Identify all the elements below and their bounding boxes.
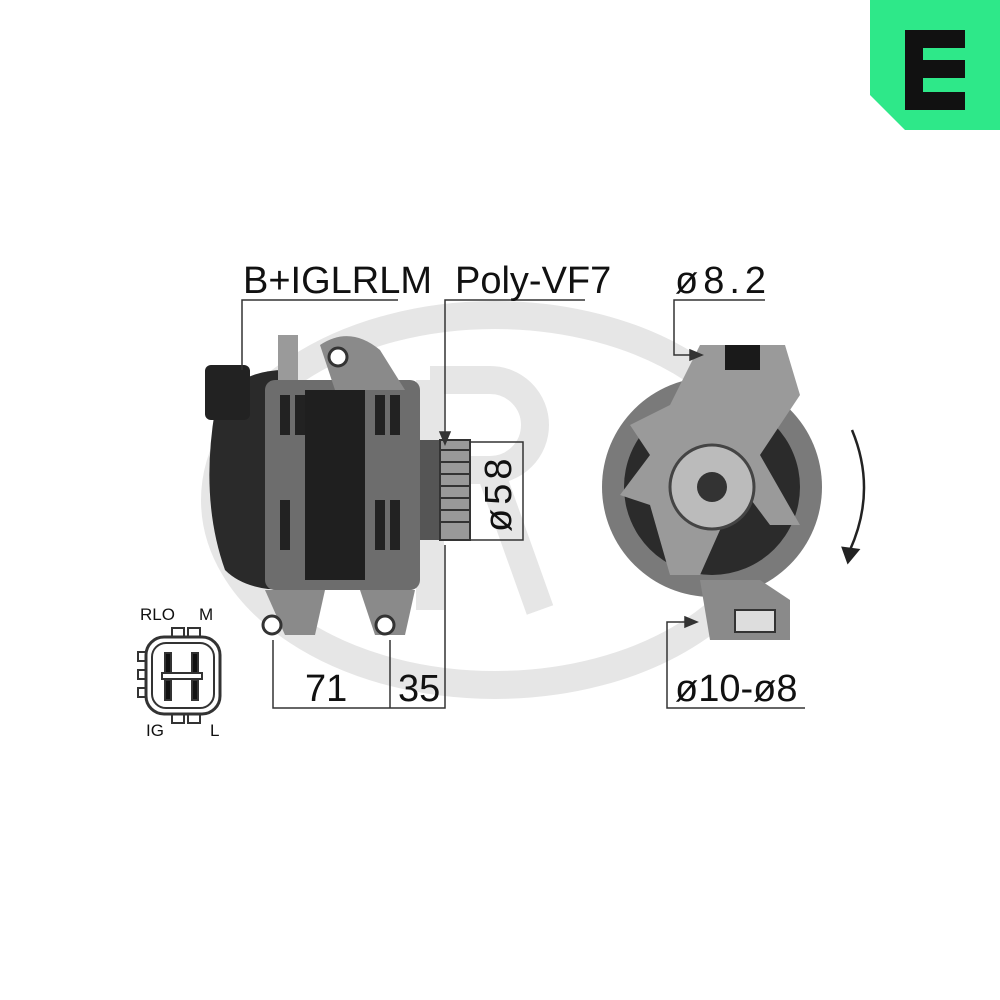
alternator-front-view	[602, 345, 822, 640]
pin-l-label: L	[210, 721, 220, 740]
rotation-arrow	[841, 429, 866, 565]
connector-type-label: B+IGLRLM	[243, 260, 433, 302]
brand-logo	[870, 0, 1000, 130]
dimension-b-label: 35	[398, 668, 441, 710]
dimension-a-label: 71	[305, 668, 348, 710]
pin-m-label: M	[199, 605, 214, 624]
alternator-side-view	[205, 335, 471, 636]
pulley-diameter-label: ø58	[478, 454, 520, 532]
lower-hole-label: ø10-ø8	[675, 668, 798, 710]
pin-rlo-label: RLO	[140, 605, 175, 624]
pin-ig-label: IG	[146, 721, 164, 740]
connector-diagram	[137, 627, 222, 724]
upper-hole-label: ø8.2	[675, 260, 772, 302]
belt-type-label: Poly-VF7	[455, 260, 612, 302]
pulley	[439, 439, 471, 541]
dimension-lines	[241, 299, 805, 709]
